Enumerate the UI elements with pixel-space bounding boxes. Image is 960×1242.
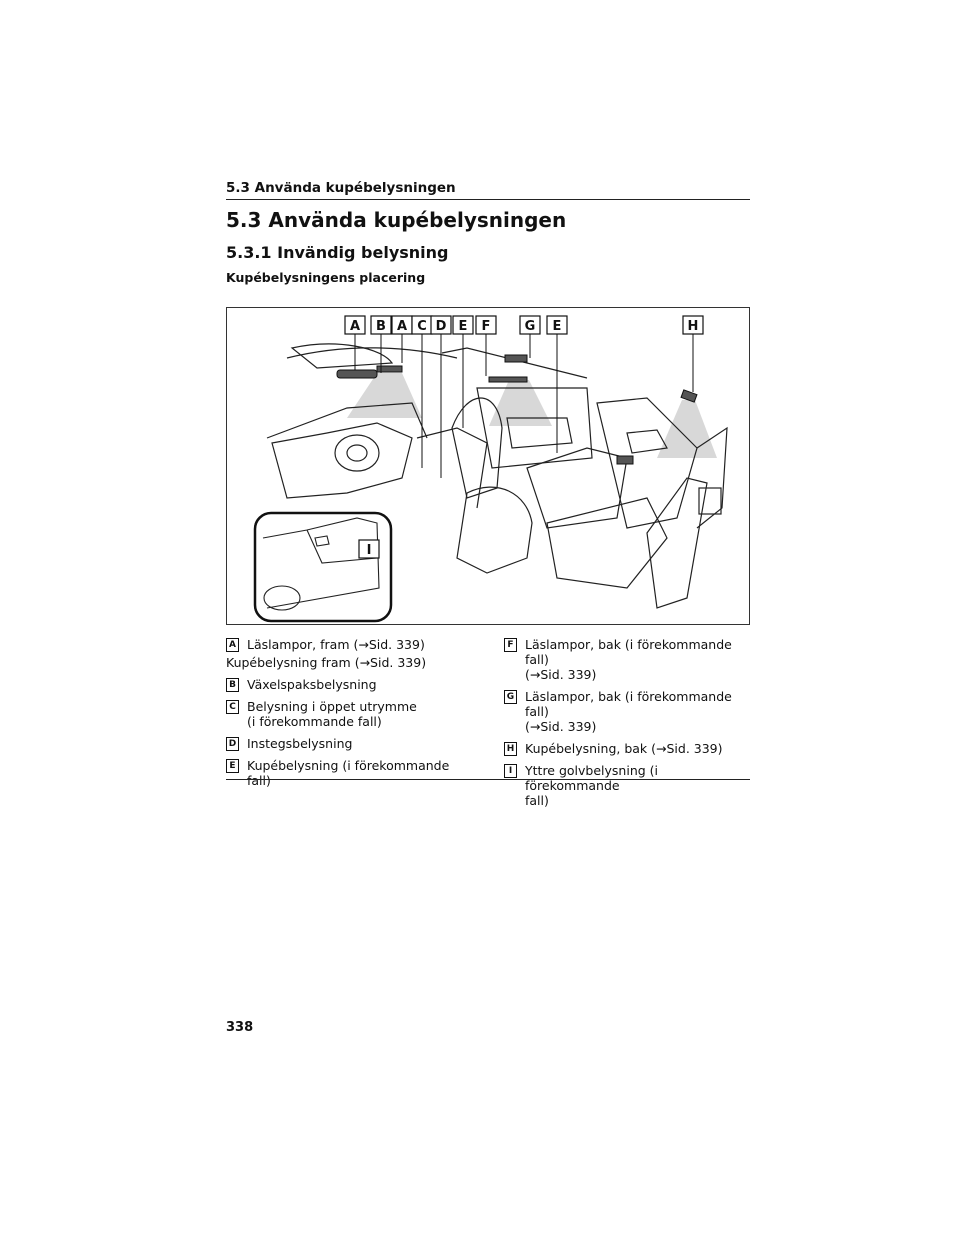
legend-key-A: A: [226, 638, 239, 652]
legend-item-C: C Belysning i öppet utrymme (i förekomma…: [226, 699, 476, 729]
legend-item-A-extra: Kupébelysning fram (→Sid. 339): [226, 655, 476, 670]
legend-key-E: E: [226, 759, 239, 773]
legend-text-H: Kupébelysning, bak (→Sid. 339): [525, 741, 723, 756]
legend-key-G: G: [504, 690, 517, 704]
legend-text-A: Läslampor, fram (→Sid. 339): [247, 637, 425, 652]
legend-key-I: I: [504, 764, 517, 778]
legend-key-H: H: [504, 742, 517, 756]
legend-text-E: Kupébelysning (i förekommande fall): [247, 758, 450, 788]
legend-key-F: F: [504, 638, 517, 652]
legend-text-I-line2: fall): [525, 793, 549, 808]
callout-label-C: C: [417, 319, 427, 334]
legend-item-E: E Kupébelysning (i förekommande fall): [226, 758, 476, 788]
legend-text-F: Läslampor, bak (i förekommande fall): [525, 637, 732, 667]
legend-key-B: B: [226, 678, 239, 692]
callout-label-A: A: [397, 319, 407, 334]
callout-label-G: G: [525, 319, 536, 334]
callout-label-A: A: [350, 319, 360, 334]
callout-box-B: [370, 315, 392, 335]
legend-text-I: Yttre golvbelysning (i förekommande: [525, 763, 659, 793]
legend-text-G: Läslampor, bak (i förekommande fall): [525, 689, 732, 719]
header-rule: [226, 199, 750, 200]
callout-label-F: F: [482, 319, 491, 334]
callout-box-H: [682, 315, 704, 335]
callout-label-H: H: [688, 319, 699, 334]
legend-item-D: D Instegsbelysning: [226, 736, 476, 751]
legend-text-F-line2: (→Sid. 339): [525, 667, 597, 682]
legend-key-C: C: [226, 700, 239, 714]
legend-item-B: B Växelspaksbelysning: [226, 677, 476, 692]
callout-box-G: [519, 315, 541, 335]
callout-label-I: I: [367, 543, 372, 558]
legend-item-G: G Läslampor, bak (i förekommande fall) (…: [504, 689, 752, 734]
legend-text-G-line2: (→Sid. 339): [525, 719, 597, 734]
subsection-title: 5.3.1 Invändig belysning: [226, 243, 449, 262]
bottom-rule: [226, 779, 750, 780]
callout-I: [358, 539, 380, 559]
legend-item-I: I Yttre golvbelysning (i förekommande fa…: [504, 763, 752, 808]
legend-text-C-line2: (i förekommande fall): [247, 714, 382, 729]
callout-label-E: E: [553, 319, 562, 334]
legend-right-column: F Läslampor, bak (i förekommande fall) (…: [504, 637, 752, 815]
legend-item-A: A Läslampor, fram (→Sid. 339): [226, 637, 476, 652]
legend-left-column: A Läslampor, fram (→Sid. 339) Kupébelysn…: [226, 637, 476, 795]
legend-item-H: H Kupébelysning, bak (→Sid. 339): [504, 741, 752, 756]
legend-text-B: Växelspaksbelysning: [247, 677, 377, 692]
legend-item-F: F Läslampor, bak (i förekommande fall) (…: [504, 637, 752, 682]
callout-box-E: [546, 315, 568, 335]
legend-text-D: Instegsbelysning: [247, 736, 353, 751]
callout-box-A: [344, 315, 366, 335]
legend-text-C: Belysning i öppet utrymme: [247, 699, 417, 714]
section-title: 5.3 Använda kupébelysningen: [226, 208, 567, 232]
callout-box-E: [452, 315, 474, 335]
callout-label-D: D: [436, 319, 447, 334]
legend-text-A-extra: Kupébelysning fram (→Sid. 339): [226, 655, 427, 670]
callout-label-E: E: [459, 319, 468, 334]
callout-box-F: [475, 315, 497, 335]
callout-box-D: [430, 315, 452, 335]
page-number: 338: [226, 1020, 254, 1035]
running-header: 5.3 Använda kupébelysningen: [226, 180, 456, 196]
callout-label-B: B: [376, 319, 386, 334]
legend-key-D: D: [226, 737, 239, 751]
figure-caption: Kupébelysningens placering: [226, 270, 426, 285]
